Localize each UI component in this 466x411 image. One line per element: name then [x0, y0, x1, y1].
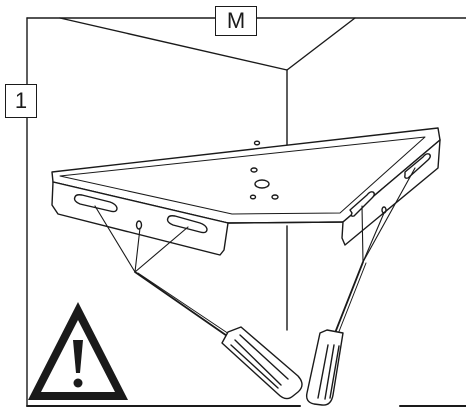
pointer-lines	[94, 167, 416, 273]
screwdriver-icon	[305, 261, 367, 406]
step-label: M	[215, 6, 257, 36]
mounting-slots-left	[73, 194, 208, 234]
mounting-slots-right	[349, 153, 431, 217]
warning-triangle-icon	[28, 302, 128, 400]
screwdriver-icon	[134, 271, 303, 400]
room-frame	[26, 17, 466, 407]
number-label: 1	[5, 84, 37, 118]
corner-shelf-bracket	[51, 127, 441, 256]
